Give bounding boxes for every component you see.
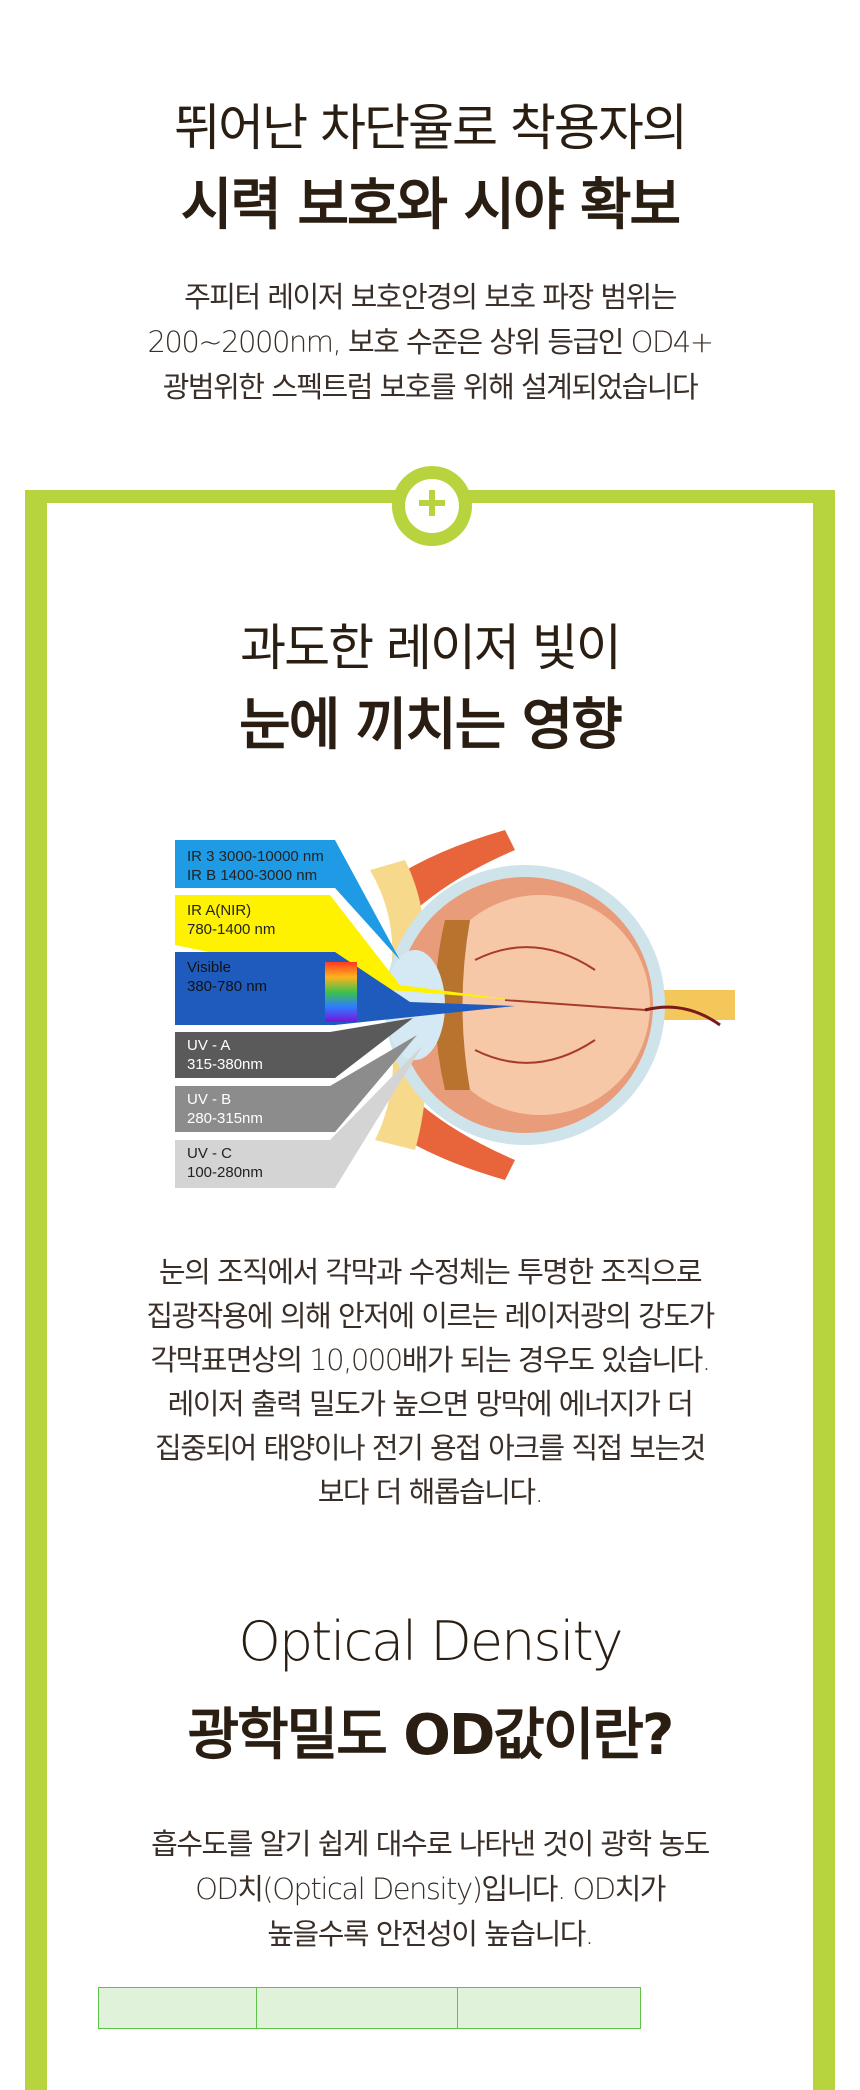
header-description: 주피터 레이저 보호안경의 보호 파장 범위는 200~2000nm, 보호 수… [0,275,860,410]
band-label: 780-1400 nm [187,921,275,938]
plus-icon [419,490,445,516]
eye-spectrum-diagram: IR 3 3000-10000 nm IR B 1400-3000 nm IR … [175,830,735,1188]
band-label: 280-315nm [187,1110,263,1127]
band-label: 380-780 nm [187,978,267,995]
table-row [98,1987,641,2029]
spectrum-bands [175,840,515,1188]
desc-line: OD치(Optical Density)입니다. OD치가 [195,1872,666,1906]
band-label: 315-380nm [187,1056,263,1073]
band-label: IR B 1400-3000 nm [187,867,317,884]
desc-line: 집중되어 태양이나 전기 용접 아크를 직접 보는것 [155,1431,706,1465]
od-description: 흡수도를 알기 쉽게 대수로 나타낸 것이 광학 농도 OD치(Optical … [0,1822,860,1957]
band-label: 100-280nm [187,1164,263,1181]
band-label: UV - B [187,1091,231,1108]
desc-line: 200~2000nm, 보호 수준은 상위 등급인 OD4+ [147,325,714,359]
od-table [98,1987,641,2029]
effects-title-line2: 눈에 끼치는 영향 [239,693,623,758]
band-label: IR A(NIR) [187,902,251,919]
header-title-line1: 뛰어난 차단율로 착용자의 [174,99,688,157]
od-title-line1: Optical Density [238,1610,623,1673]
effects-title-line1: 과도한 레이저 빛이 [240,619,622,677]
table-cell [457,1987,641,2029]
band-label: UV - C [187,1145,232,1162]
desc-line: 흡수도를 알기 쉽게 대수로 나타낸 것이 광학 농도 [151,1827,710,1861]
rainbow-swatch [325,962,357,1022]
band-label: UV - A [187,1037,230,1054]
table-cell [98,1987,257,2029]
desc-line: 레이저 출력 밀도가 높으면 망막에 에너지가 더 [167,1387,694,1421]
header-title-line2: 시력 보호와 시야 확보 [180,173,681,238]
band-label: Visible [187,959,231,976]
desc-line: 광범위한 스펙트럼 보호를 위해 설계되었습니다 [162,370,699,404]
band-label: IR 3 3000-10000 nm [187,848,324,865]
desc-line: 눈의 조직에서 각막과 수정체는 투명한 조직으로 [158,1255,703,1289]
desc-line: 집광작용에 의해 안저에 이르는 레이저광의 강도가 [146,1299,715,1333]
effects-description: 눈의 조직에서 각막과 수정체는 투명한 조직으로 집광작용에 의해 안저에 이… [0,1250,860,1514]
table-cell [256,1987,458,2029]
desc-line: 높을수록 안전성이 높습니다. [267,1917,594,1951]
od-title-line2: 광학밀도 OD값이란? [187,1703,675,1768]
desc-line: 각막표면상의 10,000배가 되는 경우도 있습니다. [150,1343,711,1377]
desc-line: 보다 더 해롭습니다. [317,1475,544,1509]
desc-line: 주피터 레이저 보호안경의 보호 파장 범위는 [184,280,677,314]
